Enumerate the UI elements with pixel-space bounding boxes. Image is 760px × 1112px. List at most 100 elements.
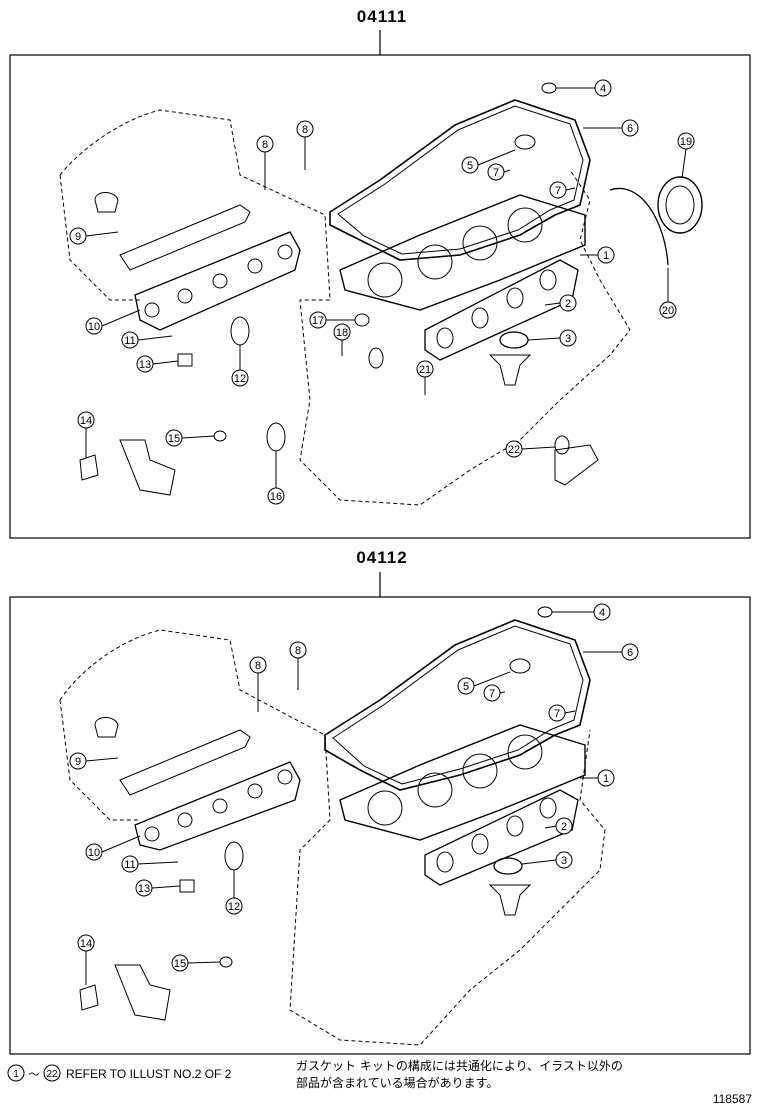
callout-3-label: 3	[565, 333, 571, 345]
callout-4	[556, 79, 612, 97]
callout-14-label: 14	[80, 415, 92, 427]
intake-gasket-upper	[119, 204, 251, 271]
part-14	[79, 454, 99, 481]
callout2-4	[552, 603, 611, 621]
bore-1a	[367, 262, 403, 298]
bore-1b	[417, 244, 453, 280]
port-2b	[471, 307, 489, 329]
bore-1d	[507, 207, 543, 243]
callout-17-label: 17	[312, 315, 324, 327]
callout-7b	[549, 181, 576, 199]
thermostat-b	[94, 717, 119, 738]
head-gasket-1-b	[339, 724, 586, 841]
gasket-unlabeled	[368, 347, 384, 369]
seal-13	[177, 353, 193, 367]
callout-22-label: 22	[508, 444, 520, 456]
seal-3-b	[493, 857, 523, 875]
callout-8a	[256, 135, 274, 190]
callout-9	[69, 227, 119, 245]
water-outlet-pipe	[119, 439, 176, 496]
callout-4-label: 4	[600, 83, 606, 95]
callout-21-label: 21	[419, 364, 431, 376]
callout2-3-label: 3	[561, 855, 567, 867]
callout-1-label: 1	[603, 250, 609, 262]
callout2-2-label: 2	[561, 821, 567, 833]
seal-3	[499, 331, 529, 349]
callout-22	[505, 440, 556, 458]
callout2-11-label: 11	[124, 859, 135, 871]
footer-range-start: 1	[13, 1069, 19, 1080]
callout2-6-label: 6	[627, 647, 633, 659]
callout-16	[267, 451, 285, 505]
callout2-8b	[289, 641, 307, 690]
callout-9-label: 9	[75, 231, 81, 243]
footer-refer-text: REFER TO ILLUST NO.2 OF 2	[66, 1067, 232, 1081]
callout2-7b	[548, 704, 576, 722]
seal-5	[514, 134, 536, 150]
callout-12-label: 12	[234, 373, 246, 385]
rear-oil-seal-19	[657, 176, 703, 234]
callout-3	[527, 329, 577, 347]
callout-16-label: 16	[270, 491, 282, 503]
callout-8b	[296, 120, 314, 170]
footer-japanese-line-2: 部品が含まれている場合があります。	[296, 1076, 499, 1090]
footer-range-start-circle	[7, 1064, 25, 1082]
oil-pump-part	[488, 354, 532, 386]
exhaust-gasket-2-b	[424, 789, 579, 886]
seal-22	[554, 435, 570, 455]
callout2-12-label: 12	[228, 901, 240, 913]
callout-5	[461, 149, 516, 174]
gasket-16	[266, 422, 286, 452]
callout2-4-label: 4	[599, 607, 605, 619]
callout2-13-label: 13	[138, 883, 150, 895]
callout-20	[659, 268, 677, 319]
rear-seal-retainer-gasket-20	[609, 187, 669, 266]
panel-04112	[59, 606, 606, 1046]
callout2-9	[69, 752, 119, 770]
catalog-number: 118587	[712, 1092, 752, 1106]
callout2-10-label: 10	[88, 847, 100, 859]
water-outlet-pipe-b	[114, 964, 171, 1021]
callout-10-label: 10	[88, 321, 100, 333]
callout2-5	[457, 671, 511, 695]
callout-8b-label: 8	[302, 124, 308, 136]
callout2-13	[135, 879, 181, 897]
seal-13-b	[179, 879, 195, 893]
callouts-04111	[69, 79, 695, 505]
callout-5-label: 5	[467, 160, 473, 172]
footer-range-circles	[7, 1064, 61, 1082]
callout2-9-label: 9	[75, 756, 81, 768]
grommet-4	[541, 82, 557, 94]
callout-6-label: 6	[627, 123, 633, 135]
port-2c	[506, 287, 524, 309]
gasket-15	[213, 430, 227, 442]
callout-21	[416, 360, 434, 395]
callout-15	[165, 429, 215, 447]
grommet-4-b	[537, 606, 553, 618]
callout2-2	[544, 817, 573, 835]
footer-range-end-circle	[43, 1064, 61, 1082]
callout-1	[580, 246, 615, 264]
callout-2	[544, 294, 577, 312]
callout-12	[231, 345, 249, 387]
head-cover-gasket-6-inner	[337, 105, 584, 255]
callout2-15	[171, 954, 221, 972]
callout2-8b-label: 8	[295, 645, 301, 657]
callout2-14	[77, 934, 95, 985]
callout2-5-label: 5	[463, 681, 469, 693]
engine-outline-left-2	[59, 629, 606, 1046]
head-gasket-1	[339, 194, 586, 311]
callout2-12	[225, 870, 243, 915]
part-14-b	[79, 984, 99, 1011]
callout-15-label: 15	[168, 433, 180, 445]
engine-outline-left	[59, 109, 631, 506]
callout2-8a-label: 8	[255, 660, 261, 672]
callout-18	[333, 323, 351, 356]
callout-18-label: 18	[336, 327, 348, 339]
gasket-12-b	[224, 841, 244, 871]
gasket-12	[230, 316, 250, 346]
water-pipe-right	[554, 444, 599, 486]
head-cover-gasket-6-b	[324, 619, 591, 791]
callout2-14-label: 14	[80, 938, 92, 950]
